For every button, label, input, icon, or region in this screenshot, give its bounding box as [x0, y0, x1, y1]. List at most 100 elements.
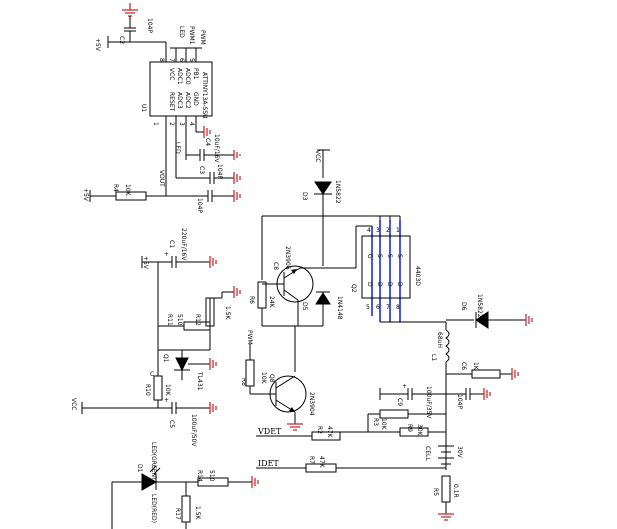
svg-text:510: 510 — [208, 470, 215, 482]
svg-text:Q8: Q8 — [268, 374, 275, 383]
svg-text:R7: R7 — [308, 456, 315, 464]
svg-text:8: 8 — [158, 58, 165, 62]
svg-text:7: 7 — [386, 304, 390, 311]
svg-text:R5: R5 — [432, 488, 439, 496]
sense-resistor: R5 0.1R — [432, 475, 459, 521]
svg-text:R9: R9 — [406, 424, 413, 432]
c2-capacitor: C2 104P — [118, 16, 153, 44]
svg-text:R8: R8 — [240, 378, 247, 386]
idet-net-label: IDET — [258, 459, 279, 468]
svg-text:10K: 10K — [260, 372, 267, 385]
c5-capacitor: VCC + C5 100uF/50V — [70, 397, 217, 447]
svg-text:S: S — [376, 254, 383, 258]
plus5v-top-label: +5V — [94, 38, 101, 52]
svg-text:4: 4 — [367, 227, 371, 234]
u1-bottom-pins: 1 2 3 4 8 7 6 5 — [152, 58, 197, 196]
u1-ref: U1 — [140, 104, 147, 112]
svg-text:2: 2 — [386, 227, 390, 234]
svg-text:10K: 10K — [124, 184, 131, 197]
svg-text:4: 4 — [188, 122, 195, 126]
svg-text:R17: R17 — [174, 508, 181, 520]
svg-text:C8: C8 — [272, 262, 279, 270]
svg-text:5: 5 — [366, 304, 370, 311]
c2-ref: C2 — [118, 36, 125, 44]
svg-text:47K: 47K — [318, 456, 325, 469]
svg-text:3: 3 — [178, 122, 185, 126]
r12-resistor: R12 1.5K — [194, 286, 241, 350]
svg-text:R11: R11 — [166, 314, 173, 326]
vcc-top-supply: VCC — [314, 149, 330, 178]
c9-capacitor: + C9 100uF/35V — [379, 383, 446, 419]
svg-text:6: 6 — [376, 304, 380, 311]
c3-capacitor: C3 104P — [176, 164, 241, 184]
svg-text:8: 8 — [396, 304, 400, 311]
svg-text:1N5822: 1N5822 — [476, 294, 483, 318]
d1-led: D1 LED(GREEN) LED(RED) — [111, 442, 198, 529]
c4-capacitor: LED C4 10uF/16V — [174, 134, 241, 164]
svg-text:R2: R2 — [316, 426, 323, 434]
svg-text:S: S — [386, 254, 393, 258]
svg-text:1: 1 — [152, 122, 159, 126]
svg-text:C6: C6 — [460, 362, 467, 370]
svg-text:+: + — [402, 383, 407, 390]
svg-text:CELL: CELL — [424, 446, 431, 461]
svg-text:30K: 30K — [416, 424, 423, 437]
svg-text:4403D: 4403D — [414, 266, 421, 286]
d3-diode: D3 1N5822 — [301, 180, 341, 216]
svg-text:S: S — [396, 254, 403, 258]
cell-battery: CELL 30V — [424, 445, 463, 465]
top-ground-symbol — [122, 3, 138, 17]
svg-text:PB1: PB1 — [192, 68, 199, 80]
svg-text:VCC: VCC — [314, 150, 321, 162]
svg-text:104P: 104P — [196, 198, 203, 213]
svg-text:R6: R6 — [248, 296, 255, 304]
r11-resistor: R11 510 — [158, 298, 211, 331]
svg-text:Q2: Q2 — [350, 284, 357, 293]
pwm-net-label: PWM — [199, 30, 206, 45]
svg-text:220uF/16V: 220uF/16V — [180, 228, 187, 261]
svg-text:1.5K: 1.5K — [194, 506, 201, 521]
svg-text:5: 5 — [188, 58, 195, 62]
vout-net-label: VOUT — [158, 170, 165, 187]
svg-text:7: 7 — [168, 58, 175, 62]
svg-text:+5V: +5V — [82, 188, 89, 202]
svg-text:TL431: TL431 — [196, 371, 203, 391]
svg-text:ADC2: ADC2 — [184, 92, 191, 109]
svg-text:GND: GND — [192, 92, 199, 106]
r2-vdet: VDET R2 47K — [256, 426, 341, 441]
svg-text:G: G — [366, 254, 373, 259]
r4-resistor: +5V R4 10K VOUT 104P — [82, 170, 241, 213]
led-pin-label: LED — [174, 142, 181, 154]
q8-npn-transistor: Q8 2N3904 — [268, 374, 315, 431]
svg-text:C9: C9 — [396, 398, 403, 406]
q2-mosfet: 4 3 2 1 G S S S D D D D 5 6 7 8 4403D Q2 — [300, 220, 446, 323]
svg-text:510: 510 — [176, 314, 183, 326]
svg-text:C1: C1 — [168, 240, 175, 248]
svg-text:D: D — [366, 282, 373, 287]
svg-text:R3: R3 — [372, 418, 379, 426]
vdet-net-label: VDET — [257, 427, 282, 436]
c2-value: 104P — [146, 18, 153, 33]
svg-text:D6: D6 — [460, 302, 467, 311]
svg-text:R12: R12 — [194, 314, 201, 326]
d6-diode: D6 1N5822 — [446, 294, 533, 329]
svg-text:10uF/16V: 10uF/16V — [213, 134, 220, 164]
svg-text:3: 3 — [376, 227, 380, 234]
svg-text:1N5822: 1N5822 — [334, 180, 341, 204]
svg-text:104P: 104P — [216, 164, 223, 179]
r17-resistor: R17 1.5K — [174, 482, 201, 529]
svg-text:ADC3: ADC3 — [176, 92, 183, 109]
r8-resistor: PWM R8 10K — [240, 330, 276, 395]
svg-text:Q1: Q1 — [162, 354, 169, 363]
svg-text:2: 2 — [168, 122, 175, 126]
svg-text:R10: R10 — [144, 384, 151, 396]
svg-text:ADC0: ADC0 — [184, 68, 191, 85]
svg-text:100uF/35V: 100uF/35V — [425, 386, 432, 419]
svg-text:C5: C5 — [168, 420, 175, 428]
svg-text:2N3906: 2N3906 — [284, 246, 291, 270]
u1-top-pins: PWM1 LED PWM — [165, 26, 206, 62]
svg-text:ADC1: ADC1 — [176, 68, 183, 85]
svg-text:D5: D5 — [301, 302, 308, 311]
svg-text:L1: L1 — [430, 354, 437, 361]
svg-text:C: C — [150, 371, 154, 378]
